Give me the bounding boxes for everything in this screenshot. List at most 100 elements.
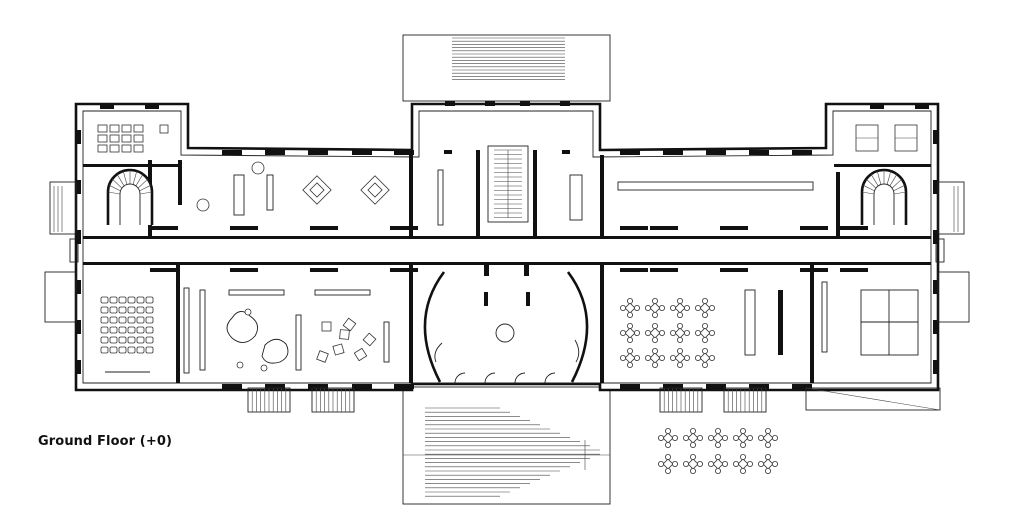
pier [394, 150, 414, 155]
chair-icon [121, 124, 132, 133]
central-hall [423, 262, 589, 384]
library-shelves [183, 174, 390, 374]
chair-icon [109, 326, 118, 334]
corridor-walls [69, 236, 945, 265]
chair-icon [627, 311, 634, 318]
pier [352, 384, 372, 389]
south-grand-stair [402, 386, 611, 505]
cafe-tables [620, 297, 716, 368]
west-side-ramp [44, 181, 77, 323]
chair-icon [665, 441, 672, 448]
chair-icon [690, 453, 697, 460]
table-icon [712, 458, 724, 470]
east-side-ramp [937, 181, 970, 323]
chair-icon [627, 347, 634, 354]
table-icon [699, 302, 711, 314]
chair-icon [677, 336, 684, 343]
chair-icon [100, 316, 109, 324]
chair-icon [133, 134, 144, 143]
table-icon [762, 432, 774, 444]
chair-icon [670, 354, 677, 361]
entrance-steps [247, 387, 941, 413]
pier [310, 226, 338, 230]
chair-icon [658, 460, 665, 467]
chair-icon [658, 434, 665, 441]
chair-icon [702, 322, 709, 329]
spiral-stair-west [106, 168, 154, 225]
pier [620, 226, 648, 230]
chair-icon [765, 453, 772, 460]
chair-icon [97, 134, 108, 143]
pier [840, 226, 868, 230]
chair-icon [127, 346, 136, 354]
chair-icon [740, 467, 747, 474]
chair-icon [634, 354, 641, 361]
chair-icon [127, 296, 136, 304]
pier [76, 320, 81, 334]
pier [76, 280, 81, 294]
chair-icon [652, 297, 659, 304]
chair-icon [627, 336, 634, 343]
chair-icon [695, 304, 702, 311]
pier [792, 384, 812, 389]
chair-icon [133, 124, 144, 133]
pier [933, 360, 938, 374]
chair-icon [145, 306, 154, 314]
chair-icon [145, 296, 154, 304]
pier [560, 101, 570, 106]
chair-icon [659, 354, 666, 361]
chair-icon [634, 304, 641, 311]
chair-icon [765, 427, 772, 434]
table-icon [687, 432, 699, 444]
seminar-desks [97, 124, 169, 153]
pier [933, 280, 938, 294]
chair-icon [353, 347, 368, 362]
chair-icon [645, 354, 652, 361]
chair-icon [652, 322, 659, 329]
chair-icon [715, 453, 722, 460]
chair-icon [670, 329, 677, 336]
pier [650, 226, 678, 230]
chair-icon [690, 427, 697, 434]
table-icon [674, 302, 686, 314]
pier [706, 150, 726, 155]
pier [663, 384, 683, 389]
pier [150, 268, 178, 272]
chair-icon [145, 336, 154, 344]
window-piers [76, 101, 938, 389]
pier [265, 150, 285, 155]
chair-icon [118, 306, 127, 314]
chair-icon [645, 329, 652, 336]
chair-icon [136, 326, 145, 334]
chair-icon [709, 329, 716, 336]
pier [720, 268, 748, 272]
pier [620, 268, 648, 272]
chair-icon [133, 144, 144, 153]
central-stair-core [437, 145, 583, 226]
chair-icon [127, 316, 136, 324]
chair-icon [97, 124, 108, 133]
chair-icon [665, 467, 672, 474]
chair-icon [109, 316, 118, 324]
table-icon [674, 352, 686, 364]
chair-icon [652, 347, 659, 354]
chair-icon [100, 346, 109, 354]
pier [792, 150, 812, 155]
chair-icon [127, 336, 136, 344]
chair-icon [722, 434, 729, 441]
chair-icon [715, 467, 722, 474]
pier [840, 268, 868, 272]
pier [100, 104, 114, 109]
terrace-tables [658, 427, 779, 474]
chair-icon [715, 441, 722, 448]
pier [663, 150, 683, 155]
floor-label: Ground Floor (+0) [38, 434, 173, 449]
chair-icon [109, 144, 120, 153]
chair-icon [145, 346, 154, 354]
meeting-desks [855, 124, 918, 152]
pier [390, 226, 418, 230]
chair-icon [695, 329, 702, 336]
pier [308, 150, 328, 155]
chair-icon [118, 336, 127, 344]
